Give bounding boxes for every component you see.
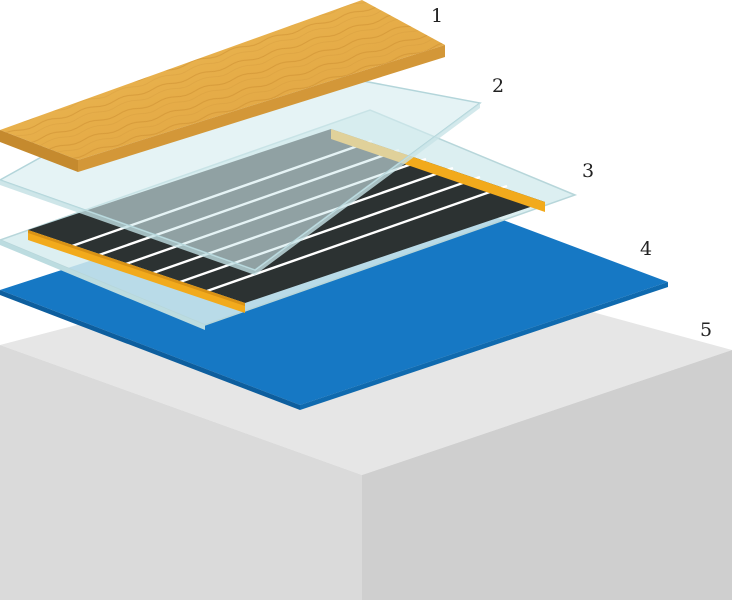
underlay-front-edge [0, 290, 300, 410]
underlay-top [0, 170, 668, 405]
base-slab-left-face [0, 345, 362, 600]
lower-glass-edge [0, 240, 205, 330]
callout-layer-2: 2 [492, 75, 504, 97]
underlay-sheet [0, 170, 668, 410]
base-slab-right-face [362, 350, 732, 600]
upper-glass-edge [0, 180, 255, 275]
callout-layer-1: 1 [431, 5, 443, 27]
wood-board-front-edge [0, 130, 78, 172]
busbar-front-inner [28, 230, 245, 306]
callout-layer-3: 3 [582, 160, 594, 182]
underlay-right-edge [300, 282, 668, 410]
upper-glass-right-edge [255, 103, 480, 275]
callout-layer-4: 4 [640, 238, 652, 260]
callout-layer-5: 5 [700, 319, 712, 341]
wood-board-long-edge [78, 45, 445, 172]
wood-board-grain [0, 0, 445, 160]
layer-callouts: 1 2 3 4 5 [431, 5, 712, 341]
wood-floor-board [0, 0, 445, 172]
